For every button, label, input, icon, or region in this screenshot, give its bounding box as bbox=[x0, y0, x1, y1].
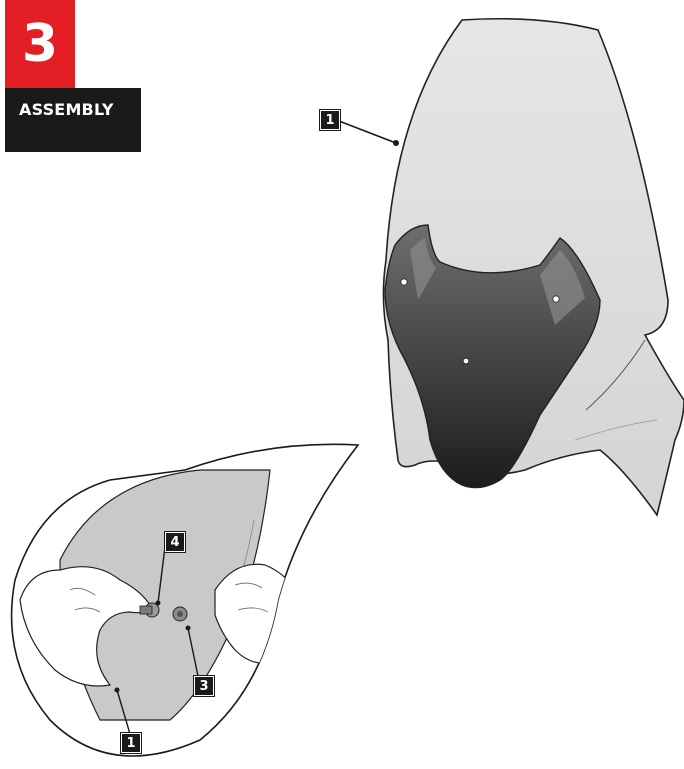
callout-washer: 3 bbox=[194, 676, 214, 696]
callout-bolt: 4 bbox=[165, 532, 185, 552]
callout-windscreen-detail: 1 bbox=[121, 733, 141, 753]
detail-magnifier bbox=[12, 444, 358, 756]
leader-line-1 bbox=[339, 121, 396, 143]
callout-windscreen: 1 bbox=[320, 110, 340, 130]
